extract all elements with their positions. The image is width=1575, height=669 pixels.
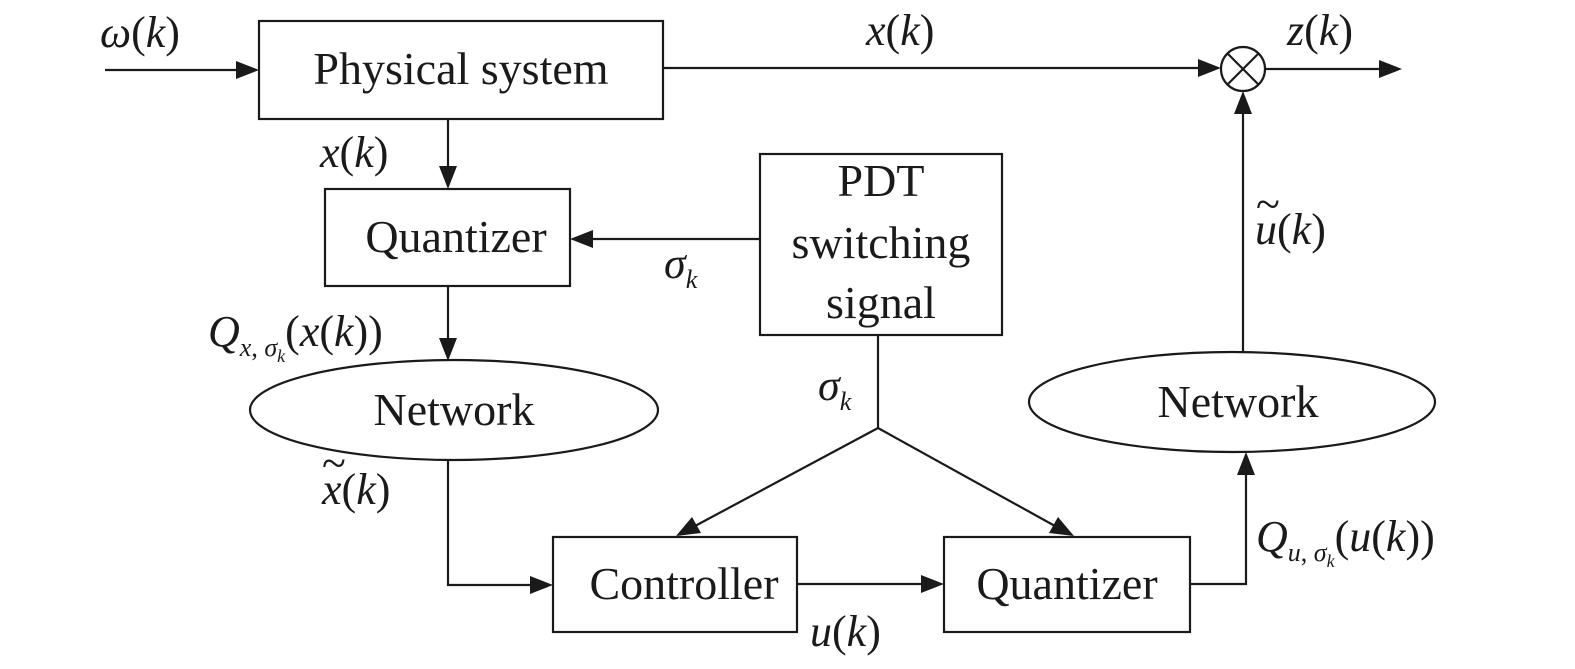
arrowhead xyxy=(1379,60,1402,78)
state-label-left: x(k) xyxy=(319,128,388,177)
network-right-label: Network xyxy=(1158,376,1319,427)
svg-text:x(k): x(k) xyxy=(321,465,390,514)
quantized-control-label: Qu, σk(u(k)) xyxy=(1256,512,1435,571)
arrowhead xyxy=(439,338,457,361)
arrowhead xyxy=(1049,517,1074,536)
disturbance-label: ω(k) xyxy=(100,8,180,57)
split-to-controller-line xyxy=(694,427,879,527)
arrowhead xyxy=(676,517,701,536)
network-block-right: Network xyxy=(1027,350,1437,454)
arrowhead xyxy=(570,230,593,248)
arrowhead xyxy=(1198,59,1221,77)
quantizer-top-label: Quantizer xyxy=(365,211,546,262)
network-left-label: Network xyxy=(374,384,535,435)
sigma-label-split: σk xyxy=(818,361,852,416)
arrowhead xyxy=(1237,452,1255,475)
control-label: u(k) xyxy=(810,607,881,656)
state-label-top: x(k) xyxy=(865,6,934,55)
physical-system-label: Physical system xyxy=(313,43,608,94)
arrowhead xyxy=(530,576,553,594)
arrowhead xyxy=(439,166,457,189)
quantizer-to-network-line xyxy=(1190,473,1248,586)
network-to-controller-line xyxy=(446,460,532,587)
controller-block: Controller xyxy=(551,535,799,634)
arrowhead xyxy=(921,575,944,593)
quantized-state-label: Qx, σk(x(k)) xyxy=(208,307,383,366)
output-label: z(k) xyxy=(1286,6,1353,55)
controller-label: Controller xyxy=(589,558,778,609)
svg-text:u(k): u(k) xyxy=(1255,205,1326,254)
quantizer-block-bottom: Quantizer xyxy=(942,535,1192,634)
network-state-label: x(k) ~ xyxy=(321,439,390,514)
pdt-label-line3: signal xyxy=(826,277,936,328)
svg-text:~: ~ xyxy=(322,439,346,488)
svg-text:~: ~ xyxy=(1256,180,1280,229)
arrowhead xyxy=(236,61,259,79)
split-to-quantizer-line xyxy=(877,427,1056,527)
connection-lines xyxy=(105,59,1402,594)
quantizer-block-top: Quantizer xyxy=(323,187,572,288)
network-control-label: u(k) ~ xyxy=(1255,180,1326,254)
pdt-switching-signal-block: PDT switching signal xyxy=(758,152,1004,337)
pdt-label-line1: PDT xyxy=(838,155,925,206)
summing-junction xyxy=(1219,45,1267,93)
arrowhead xyxy=(1234,91,1252,114)
quantizer-bottom-label: Quantizer xyxy=(976,558,1157,609)
pdt-label-line2: switching xyxy=(792,217,971,268)
physical-system-block: Physical system xyxy=(257,19,665,121)
sigma-label-quantizer: σk xyxy=(664,239,698,294)
network-block-left: Network xyxy=(248,358,660,462)
